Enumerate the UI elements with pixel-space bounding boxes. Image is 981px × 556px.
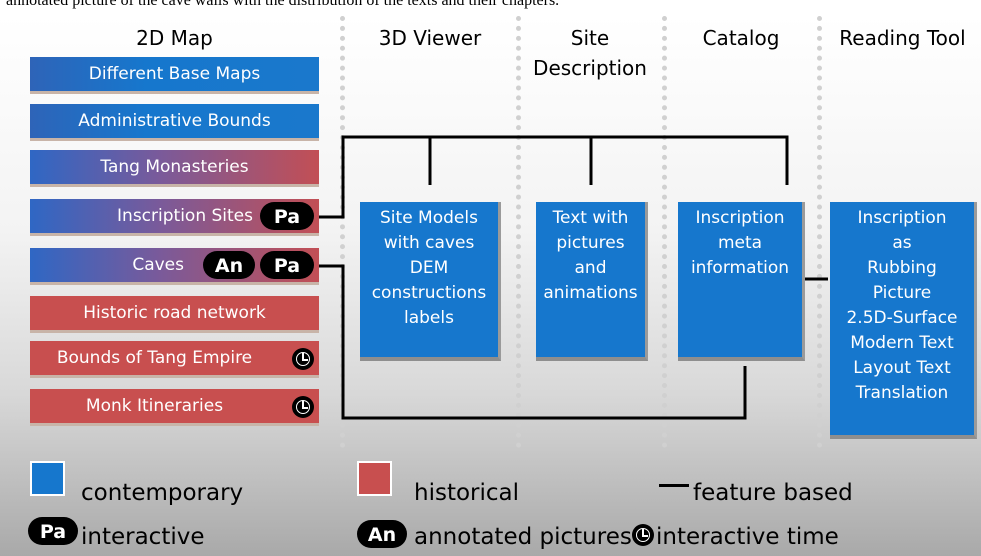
pa-badge: Pa (260, 251, 314, 279)
connector-lines (319, 135, 828, 420)
box-line: labels (404, 308, 454, 328)
layer-label: Different Base Maps (88, 64, 261, 84)
box-line: DEM (409, 258, 449, 278)
box-line: Picture (872, 283, 932, 303)
layer-bar-different-base-maps: Different Base Maps (30, 57, 319, 94)
column-header-reading-tool: Reading Tool (839, 26, 966, 50)
connector-caves (319, 264, 747, 420)
box-line: 2.5D-Surface (846, 308, 958, 328)
box-line: Rubbing (867, 258, 937, 278)
column-separator (516, 16, 521, 448)
clock-icon (292, 396, 314, 418)
layer-bar-administrative-bounds: Administrative Bounds (30, 104, 319, 141)
layer-label: Administrative Bounds (78, 111, 271, 131)
legend-interactive: interactive (81, 524, 205, 550)
box-text-pictures: Text with pictures and animations (536, 202, 648, 361)
box-line: Translation (855, 383, 949, 403)
column-separator (340, 16, 345, 448)
site-description-line2: Description (533, 56, 647, 80)
legend-interactive-time: interactive time (656, 524, 839, 550)
column-header-site-description: Site Description (522, 23, 658, 83)
diagram-panel: 2D Map 3D Viewer Site Description Catalo… (0, 16, 981, 556)
legend-feature-based: feature based (693, 480, 853, 506)
box-line: pictures (556, 233, 625, 253)
layer-bar-caves: Caves An Pa (30, 248, 319, 285)
an-badge: An (203, 251, 255, 279)
pa-badge: Pa (28, 517, 78, 545)
box-line: and (574, 258, 607, 278)
legend-contemporary: contemporary (81, 480, 244, 506)
column-header-catalog: Catalog (702, 26, 780, 50)
layer-bar-historic-road-network: Historic road network (30, 296, 319, 333)
box-line: Modern Text (850, 333, 954, 353)
layer-label: Monk Itineraries (85, 396, 224, 416)
column-header-3d-viewer: 3D Viewer (378, 26, 482, 50)
site-description-line1: Site (570, 26, 610, 50)
legend-line-sample (659, 484, 689, 487)
layer-label: Inscription Sites (117, 206, 253, 226)
box-line: Inscription (695, 208, 785, 228)
layer-label: Tang Monasteries (100, 157, 249, 177)
layer-bar-tang-monasteries: Tang Monasteries (30, 150, 319, 187)
box-line: with caves (383, 233, 475, 253)
box-line: animations (543, 283, 638, 303)
box-site-models: Site Models with caves DEM constructions… (360, 202, 501, 361)
column-separator (817, 16, 822, 448)
an-badge: An (357, 520, 407, 548)
clock-icon (292, 348, 314, 370)
box-line: as (892, 233, 912, 253)
pa-badge: Pa (260, 202, 314, 230)
layer-bar-bounds-of-tang-empire: Bounds of Tang Empire (30, 341, 319, 378)
layer-bar-monk-itineraries: Monk Itineraries (30, 389, 319, 426)
box-inscription-meta: Inscription meta information (678, 202, 805, 361)
layer-label: Caves (132, 255, 184, 275)
layer-label: Historic road network (83, 303, 266, 323)
column-separator (662, 16, 667, 448)
box-line: Site Models (380, 208, 478, 228)
legend-swatch-historical (357, 461, 392, 496)
box-line: information (690, 258, 790, 278)
box-line: Inscription (857, 208, 947, 228)
layer-bar-inscription-sites: Inscription Sites Pa (30, 199, 319, 236)
connector-inscription-sites (319, 135, 789, 219)
layer-label: Bounds of Tang Empire (56, 348, 253, 368)
box-line: meta (717, 233, 763, 253)
figure-caption: annotated picture of the cave walls with… (6, 0, 560, 9)
clock-icon (632, 524, 654, 546)
legend-annotated-pictures: annotated pictures (414, 524, 632, 550)
column-header-2d-map: 2D Map (136, 26, 213, 50)
box-line: Text with (552, 208, 629, 228)
legend-historical: historical (414, 480, 520, 506)
box-reading-tool: Inscription as Rubbing Picture 2.5D-Surf… (830, 202, 977, 439)
box-line: Layout Text (853, 358, 951, 378)
legend-swatch-contemporary (30, 461, 65, 496)
box-line: constructions (371, 283, 487, 303)
